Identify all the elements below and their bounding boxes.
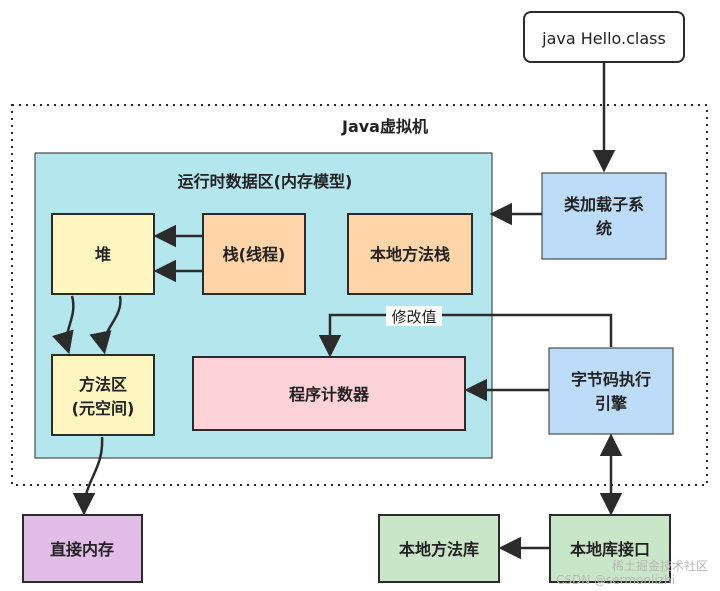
native-method-stack-box xyxy=(347,213,473,295)
arrow-modify-value xyxy=(318,313,613,358)
method-area-box xyxy=(51,354,155,436)
watermark-line2: CSDN @sermonlizhi xyxy=(556,573,675,587)
arrow-method-area-to-direct-memory xyxy=(72,436,104,516)
execution-engine-label-line2: 引擎 xyxy=(595,394,628,413)
direct-memory-label: 直接内存 xyxy=(50,540,114,559)
modify-value-label-bg xyxy=(386,306,442,326)
runtime-data-area-title: 运行时数据区(内存模型) xyxy=(178,172,353,191)
arrow-heap-to-method-area-1 xyxy=(52,295,75,355)
heap-label: 堆 xyxy=(95,245,111,264)
native-library-label: 本地方法库 xyxy=(399,540,479,559)
program-counter-label: 程序计数器 xyxy=(289,385,370,404)
input-file-label: java Hello.class xyxy=(541,29,666,48)
class-loader-label-line2: 统 xyxy=(596,219,612,238)
jvm-boundary xyxy=(11,104,708,486)
modify-value-label: 修改值 xyxy=(391,308,436,326)
jvm-title: Java虚拟机 xyxy=(341,117,428,136)
class-loader-box xyxy=(541,172,667,260)
native-interface-label: 本地库接口 xyxy=(570,540,650,559)
watermark-line1: 稀土掘金技术社区 xyxy=(612,558,708,573)
method-area-label-line2: (元空间) xyxy=(72,399,135,418)
native-library-box xyxy=(378,514,500,583)
arrow-heap-to-method-area-2 xyxy=(89,295,122,355)
method-area-label-line1: 方法区 xyxy=(79,375,127,394)
native-method-stack-label: 本地方法栈 xyxy=(370,245,450,264)
stack-label: 栈(线程) xyxy=(223,245,286,264)
stack-box xyxy=(202,213,306,295)
execution-engine-box xyxy=(548,347,674,435)
direct-memory-box xyxy=(22,514,143,583)
heap-box xyxy=(51,213,155,295)
execution-engine-label-line1: 字节码执行 xyxy=(571,370,651,389)
class-loader-label-line1: 类加载子系 xyxy=(564,195,644,214)
